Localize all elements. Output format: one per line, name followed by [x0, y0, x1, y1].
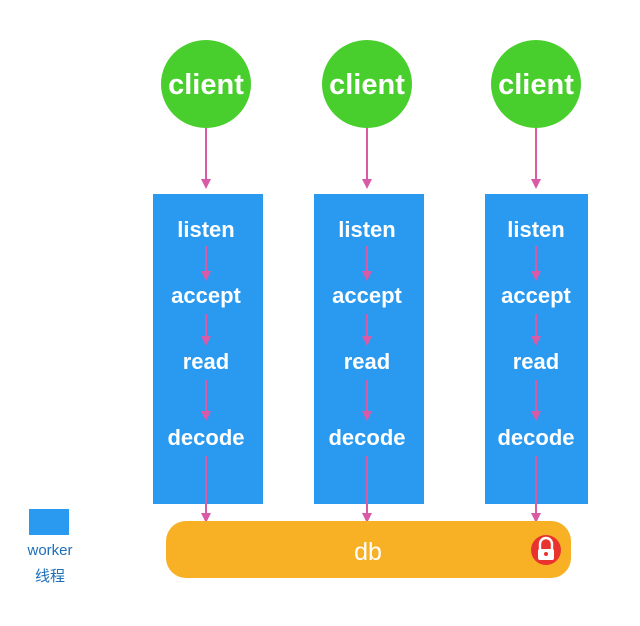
step-listen: listen — [177, 217, 234, 242]
legend: worker 线程 — [26, 509, 73, 585]
step-listen: listen — [338, 217, 395, 242]
client-node — [491, 40, 581, 128]
step-accept: accept — [332, 283, 402, 308]
client-node — [161, 40, 251, 128]
column-3: client listen accept read decode — [485, 40, 588, 523]
legend-swatch — [29, 509, 69, 535]
worker-block — [485, 194, 588, 504]
step-read: read — [344, 349, 390, 374]
legend-label-worker: worker — [26, 542, 72, 559]
client-label: client — [498, 69, 574, 101]
db: db — [166, 521, 571, 578]
worker-block — [153, 194, 263, 504]
step-accept: accept — [501, 283, 571, 308]
step-listen: listen — [507, 217, 564, 242]
step-decode: decode — [167, 425, 244, 450]
step-accept: accept — [171, 283, 241, 308]
step-decode: decode — [328, 425, 405, 450]
client-label: client — [329, 69, 405, 101]
lock-icon — [531, 535, 561, 565]
column-2: client listen accept read decode — [314, 40, 424, 523]
db-bar — [166, 521, 571, 578]
step-read: read — [183, 349, 229, 374]
column-1: client listen accept read decode — [153, 40, 263, 523]
worker-block — [314, 194, 424, 504]
client-label: client — [168, 69, 244, 101]
legend-label-thread: 线程 — [35, 568, 65, 585]
client-node — [322, 40, 412, 128]
db-label: db — [354, 538, 382, 566]
step-read: read — [513, 349, 559, 374]
step-decode: decode — [497, 425, 574, 450]
